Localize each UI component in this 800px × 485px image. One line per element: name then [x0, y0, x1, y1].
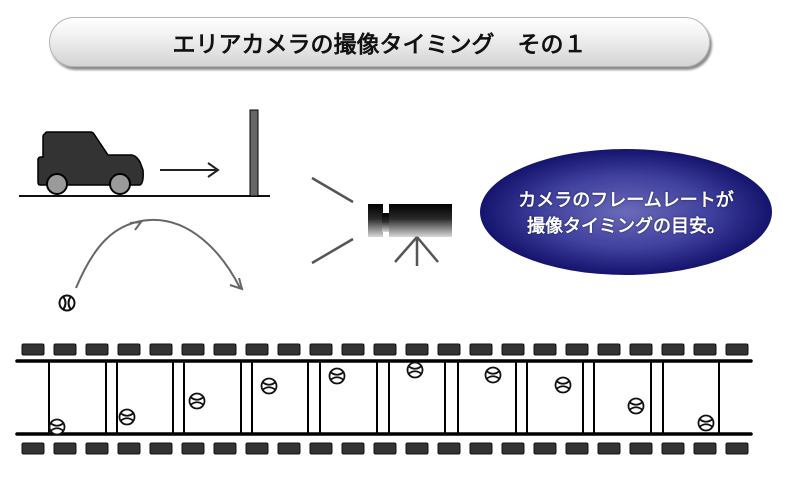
sprocket-hole-top: [725, 343, 749, 356]
baseball-icon: [697, 414, 715, 432]
sprocket-hole-top: [469, 343, 493, 356]
sprocket-hole-bottom: [245, 442, 269, 455]
ball-throw-scene: [58, 218, 244, 312]
sprocket-hole-bottom: [437, 442, 461, 455]
baseball-icon: [406, 361, 424, 379]
sprocket-hole-bottom: [341, 442, 365, 455]
film-strip: [15, 343, 753, 455]
film-frame: [116, 361, 174, 434]
sprocket-hole-bottom: [533, 442, 557, 455]
film-sprockets: [21, 343, 749, 455]
baseball-icon: [118, 408, 136, 426]
callout-line-2: 撮像タイミングの目安。: [527, 216, 725, 237]
film-frames: [48, 361, 720, 436]
baseball-icon: [48, 418, 66, 436]
sprocket-hole-top: [277, 343, 301, 356]
page-title: エリアカメラの撮像タイミング その１: [172, 32, 587, 58]
sprocket-hole-top: [437, 343, 461, 356]
sprocket-hole-bottom: [21, 442, 45, 455]
sprocket-hole-top: [117, 343, 141, 356]
film-frame: [48, 361, 107, 436]
sprocket-hole-bottom: [469, 442, 493, 455]
sprocket-hole-top: [245, 343, 269, 356]
right-arrow-icon: [160, 162, 220, 178]
sprocket-hole-top: [533, 343, 557, 356]
sprocket-hole-bottom: [693, 442, 717, 455]
baseball-icon: [260, 377, 278, 395]
trajectory-arc: [75, 218, 241, 289]
sprocket-hole-top: [373, 343, 397, 356]
baseball-icon: [554, 376, 572, 394]
sprocket-hole-bottom: [213, 442, 237, 455]
sprocket-hole-bottom: [85, 442, 109, 455]
baseball-icon: [58, 294, 76, 312]
sprocket-hole-bottom: [501, 442, 525, 455]
film-frame: [662, 361, 720, 434]
sprocket-hole-top: [565, 343, 589, 356]
film-frame: [526, 361, 584, 434]
callout-line-1: カメラのフレームレートが: [518, 190, 734, 211]
sprocket-hole-top: [405, 343, 429, 356]
film-frame: [319, 361, 378, 434]
film-rails: [15, 359, 753, 436]
sprocket-hole-bottom: [373, 442, 397, 455]
baseball-icon: [188, 392, 206, 410]
camera-icon: [368, 204, 452, 237]
sprocket-hole-bottom: [149, 442, 173, 455]
sprocket-hole-bottom: [117, 442, 141, 455]
sprocket-hole-top: [85, 343, 109, 356]
film-frame: [388, 361, 446, 434]
sprocket-hole-top: [661, 343, 685, 356]
sprocket-hole-bottom: [405, 442, 429, 455]
car-icon: [37, 131, 144, 186]
view-ray-top: [311, 176, 354, 204]
title-banner: エリアカメラの撮像タイミング その１: [49, 17, 710, 67]
car-wheel-front-icon: [109, 173, 131, 195]
sprocket-hole-bottom: [309, 442, 333, 455]
sprocket-hole-bottom: [277, 442, 301, 455]
sprocket-hole-top: [181, 343, 205, 356]
film-frame: [251, 361, 309, 434]
sprocket-hole-bottom: [53, 442, 77, 455]
sprocket-hole-top: [53, 343, 77, 356]
post-icon: [249, 109, 259, 197]
sprocket-hole-top: [501, 343, 525, 356]
view-ray-bottom: [311, 237, 354, 265]
sprocket-hole-top: [21, 343, 45, 356]
sprocket-hole-top: [629, 343, 653, 356]
arrowhead-end-icon: [229, 277, 244, 291]
camera-scene: [311, 176, 452, 266]
sprocket-hole-top: [341, 343, 365, 356]
callout-ellipse: [480, 149, 772, 275]
sprocket-hole-top: [213, 343, 237, 356]
sprocket-hole-bottom: [629, 442, 653, 455]
sprocket-hole-top: [693, 343, 717, 356]
sprocket-hole-bottom: [181, 442, 205, 455]
arrowhead-mid-icon: [129, 220, 144, 231]
sprocket-hole-top: [309, 343, 333, 356]
callout-text: カメラのフレームレートが 撮像タイミングの目安。: [480, 188, 772, 240]
film-frame: [457, 361, 517, 434]
sprocket-hole-bottom: [597, 442, 621, 455]
baseball-icon: [627, 397, 645, 415]
sprocket-hole-bottom: [661, 442, 685, 455]
baseball-icon: [328, 367, 346, 385]
film-frame: [183, 361, 242, 434]
sprocket-hole-bottom: [725, 442, 749, 455]
sprocket-hole-top: [149, 343, 173, 356]
car-scene: [19, 109, 270, 197]
tripod-icon: [394, 236, 439, 266]
sprocket-hole-bottom: [565, 442, 589, 455]
film-frame: [593, 361, 652, 434]
baseball-icon: [484, 366, 502, 384]
sprocket-hole-top: [597, 343, 621, 356]
car-wheel-rear-icon: [46, 173, 68, 195]
